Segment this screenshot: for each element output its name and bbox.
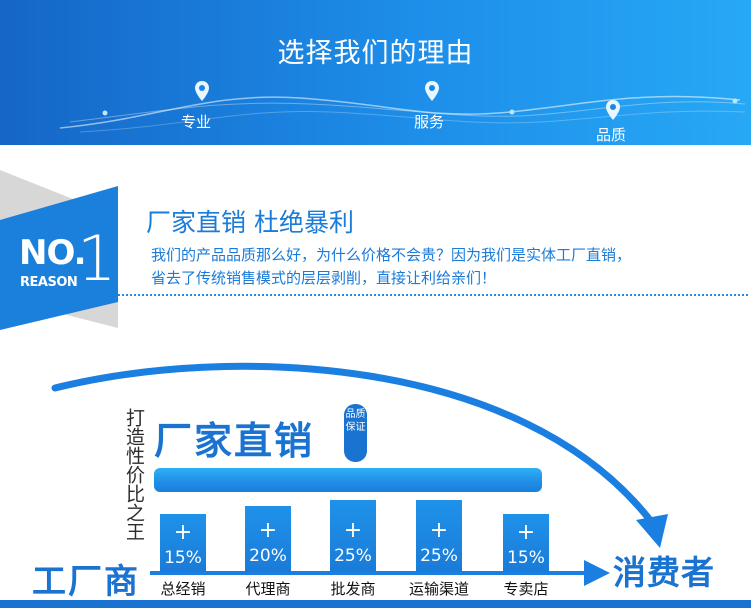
markup-column: + 20% (245, 506, 291, 572)
no-number: 1 (77, 222, 117, 295)
no1-badge (0, 170, 118, 330)
plus-icon: + (343, 518, 363, 543)
slogan-vertical: 打造性价比之王 (123, 408, 145, 541)
direct-sale-bar (154, 468, 542, 492)
consumer-label: 消费者 (613, 553, 715, 592)
quality-badge: 品质保证 (344, 404, 367, 462)
plus-icon: + (173, 520, 193, 545)
plus-icon: + (258, 518, 278, 543)
no-label: NO. (19, 233, 87, 273)
location-pin-icon (425, 81, 439, 101)
point-label-service: 服务 (414, 113, 445, 131)
point-label-professional: 专业 (181, 113, 212, 131)
location-pin-icon (195, 81, 209, 101)
plus-icon: + (516, 520, 536, 545)
markup-column: + 15% (503, 514, 549, 572)
reason-title: 厂家直销 杜绝暴利 (146, 208, 354, 237)
channel-label: 专卖店 (503, 580, 549, 598)
channel-label: 代理商 (245, 580, 291, 598)
markup-percent: 20% (249, 546, 287, 566)
bottom-bar (0, 600, 751, 608)
reason-line: 我们的产品品质那么好，为什么价格不会贵？因为我们是实体工厂直销， (151, 246, 632, 264)
markup-percent: 15% (507, 548, 545, 568)
markup-column: + 15% (160, 514, 206, 572)
factory-label: 工厂商 (32, 562, 140, 602)
dotted-divider (118, 294, 748, 296)
location-pin-icon (606, 100, 620, 120)
plus-icon: + (429, 518, 449, 543)
channel-label: 总经销 (160, 580, 206, 598)
channel-label: 批发商 (330, 580, 376, 598)
reasons-banner: 选择我们的理由 专业 服务 品质 (0, 0, 751, 145)
reason-label: REASON (20, 275, 78, 290)
diagram-title: 厂家直销 (154, 419, 315, 463)
banner-title: 选择我们的理由 (277, 38, 474, 69)
markup-column: + 25% (330, 500, 376, 572)
markup-column: + 25% (416, 500, 462, 572)
wave-lines (59, 95, 746, 133)
markup-percent: 25% (334, 546, 372, 566)
channel-label: 运输渠道 (408, 580, 469, 598)
reason-line: 省去了传统销售模式的层层剥削，直接让利给亲们！ (151, 269, 497, 287)
point-label-quality: 品质 (596, 126, 627, 144)
markup-percent: 25% (420, 546, 458, 566)
markup-percent: 15% (164, 548, 202, 568)
